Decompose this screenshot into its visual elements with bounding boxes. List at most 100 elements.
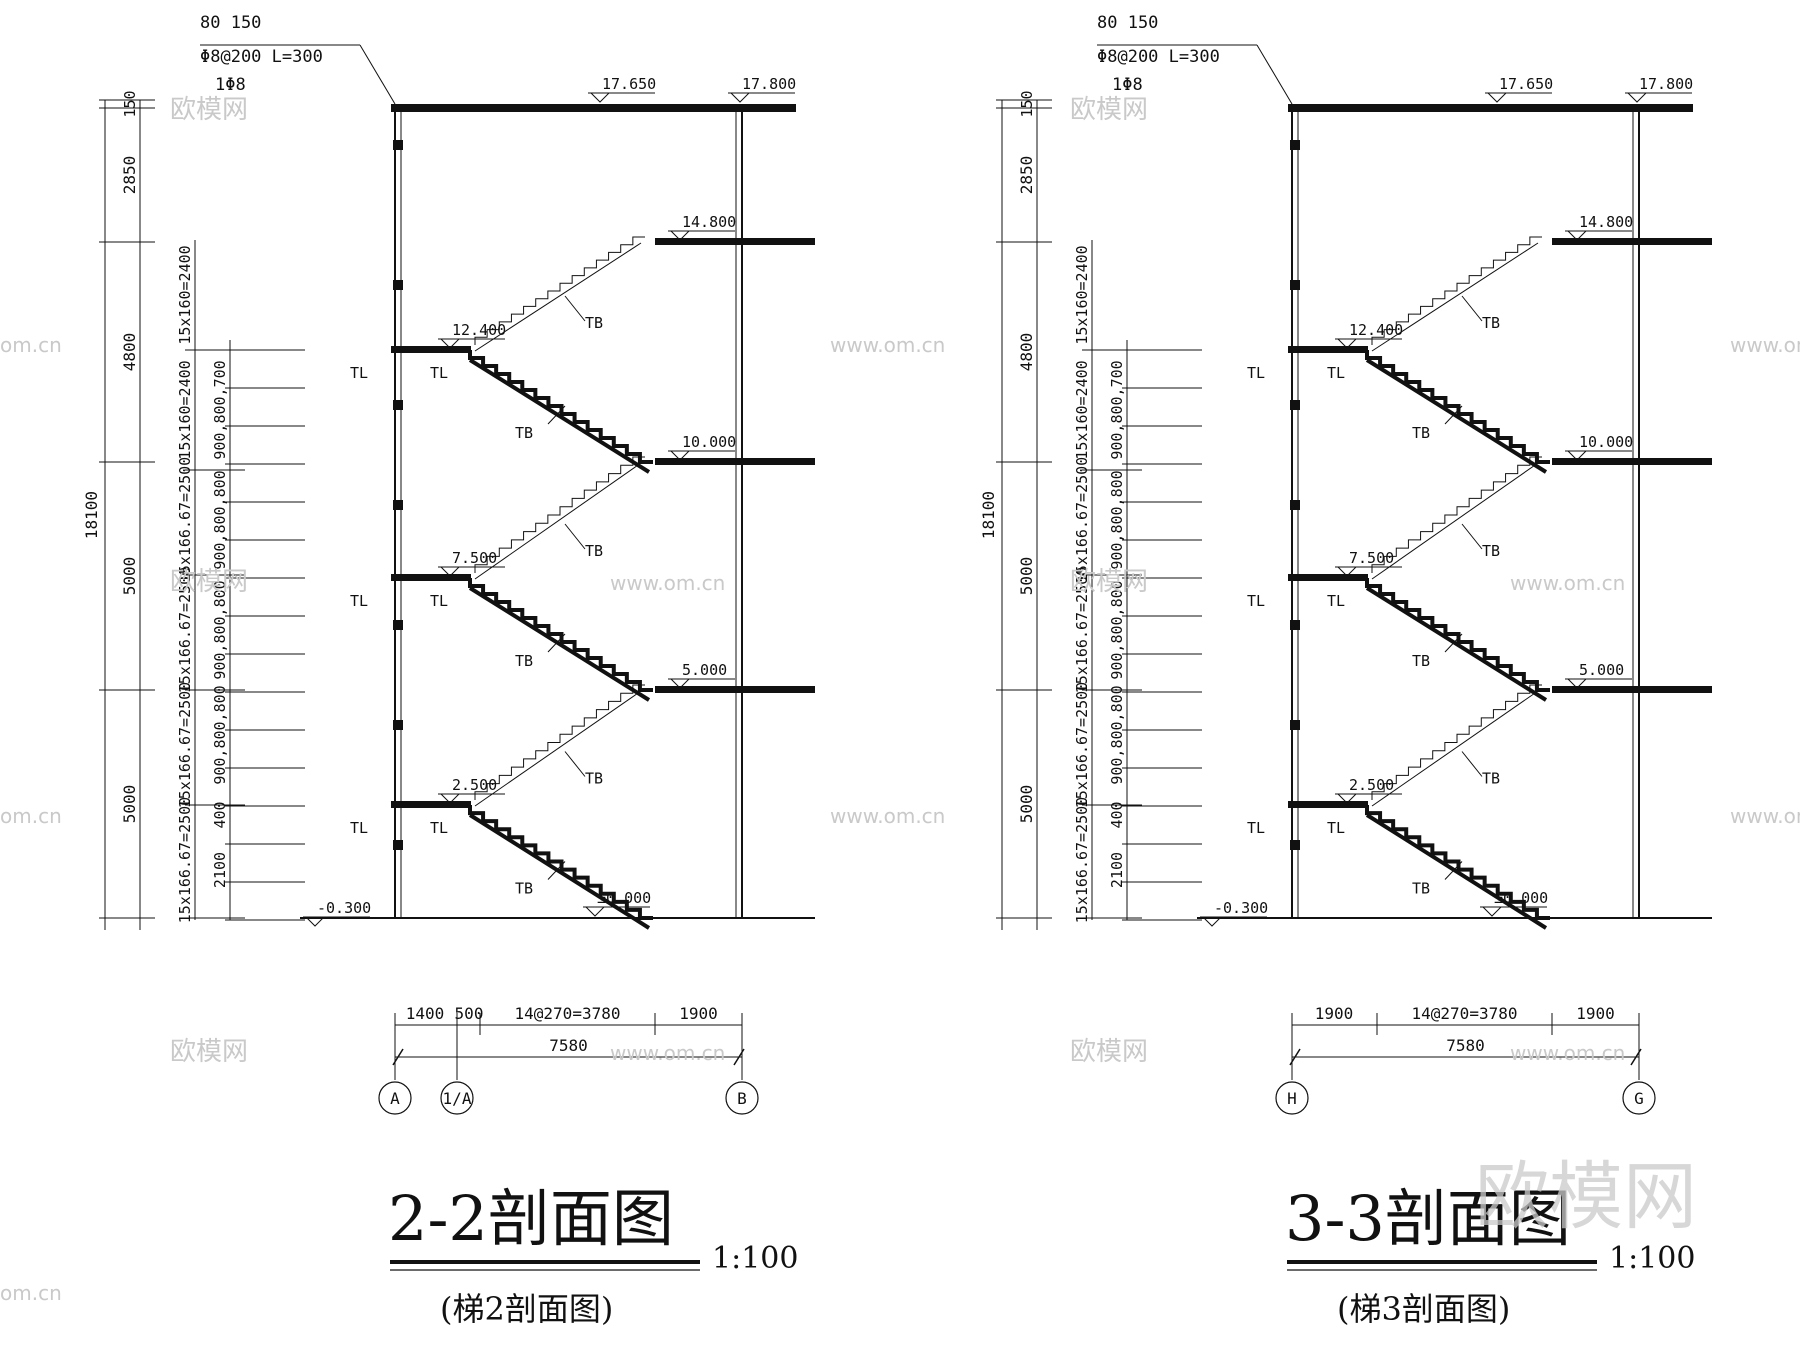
- floor-slab: [655, 458, 815, 465]
- roof-slab: [391, 104, 796, 112]
- beam-label-tl: TL: [430, 364, 448, 382]
- wall-column-mark: [393, 500, 403, 510]
- watermark-cn: 欧模网: [170, 95, 248, 125]
- watermark-url: www.om.cn: [1510, 571, 1625, 595]
- level-l2500: 2.500: [452, 776, 497, 794]
- level-l7500: 7.500: [452, 549, 497, 567]
- dim-seg: 150: [121, 90, 139, 117]
- title-underline: [1287, 1260, 1597, 1264]
- tb-leader: [564, 523, 586, 550]
- beam-label-tl: TL: [350, 819, 368, 837]
- axis-bubble-right: B: [737, 1089, 747, 1108]
- wall-column-mark: [1290, 840, 1300, 850]
- level-triangle: [585, 906, 606, 917]
- dim-stair: 15x160=2400: [176, 360, 194, 459]
- beam-label-tl: TL: [1247, 819, 1265, 837]
- slab-label-tb: TB: [1482, 542, 1500, 560]
- slab-label-tb: TB: [1412, 880, 1430, 898]
- rebar-leader: [1256, 44, 1293, 105]
- level-l7500: 7.500: [1349, 549, 1394, 567]
- tb-leader: [1461, 523, 1483, 550]
- wall-column-mark: [1290, 400, 1300, 410]
- level-triangle: [1627, 92, 1648, 103]
- level-roof-top: 17.800: [742, 75, 796, 93]
- section-subtitle: (梯2剖面图): [440, 1290, 613, 1328]
- beam-label-tl: TL: [1327, 819, 1345, 837]
- axis-bubble-left: A: [390, 1089, 400, 1108]
- rebar-note-2: Φ8@200 L=300: [200, 47, 323, 67]
- rebar-note-1: 80 150: [200, 13, 261, 33]
- stair-flight-cut: [1365, 805, 1550, 920]
- stair-flight-projected-soffit: [1371, 242, 1539, 352]
- wall-column-mark: [1290, 500, 1300, 510]
- stair-flight-projected-soffit: [474, 242, 642, 352]
- stair-flight-projected-soffit: [474, 690, 642, 807]
- watermark-url: www.om.cn: [610, 571, 725, 595]
- landing-slab: [1288, 801, 1368, 808]
- section-scale: 1:100: [712, 1241, 798, 1276]
- roof-slab: [1288, 104, 1693, 112]
- dim-stair: 15x160=2400: [176, 245, 194, 344]
- stair-flight-cut: [1365, 350, 1550, 464]
- dim-stair: 15x166.67=2500: [1073, 682, 1091, 808]
- axis-bubble-mid: 1/A: [443, 1089, 472, 1108]
- slab-label-tb: TB: [1412, 424, 1430, 442]
- dim-window: 900,800,800: [211, 470, 229, 569]
- level-l12400: 12.400: [452, 321, 506, 339]
- rebar-note-2: Φ8@200 L=300: [1097, 47, 1220, 67]
- level-l10000: 10.000: [1579, 433, 1633, 451]
- landing-slab: [1288, 574, 1368, 581]
- floor-slab: [655, 686, 815, 693]
- watermark-cn: 欧模网: [170, 567, 248, 597]
- level-roof-top: 17.800: [1639, 75, 1693, 93]
- wall-column-mark: [1290, 720, 1300, 730]
- dim-total: 18100: [82, 491, 101, 539]
- landing-slab: [391, 346, 471, 353]
- level-outdoor: -0.300: [1214, 899, 1268, 917]
- axis-bubble-left: H: [1287, 1089, 1297, 1108]
- dim-window: 400: [211, 801, 229, 828]
- beam-label-tl: TL: [350, 364, 368, 382]
- axis-circle: [725, 1081, 759, 1115]
- tb-leader: [547, 405, 566, 425]
- stair-flight-cut: [468, 350, 653, 464]
- section-title: 2-2剖面图: [388, 1182, 674, 1255]
- floor-slab: [1552, 458, 1712, 465]
- dim-slash: [1630, 1048, 1642, 1066]
- axis-circle: [1275, 1081, 1309, 1115]
- slab-label-tb: TB: [515, 880, 533, 898]
- dim-stair: 15x166.67=2500: [176, 682, 194, 808]
- dim-seg: 5000: [1017, 557, 1036, 596]
- rebar-note-3: 1Φ8: [1112, 75, 1143, 95]
- axis-bubble-right: G: [1634, 1089, 1644, 1108]
- stair-flight-projected: [474, 456, 645, 573]
- stair-flight-cut: [468, 578, 653, 692]
- floor-slab: [1552, 238, 1712, 245]
- stair-flight-cut: [468, 805, 653, 920]
- dim-bottom-seg: 14@270=3780: [1412, 1004, 1518, 1023]
- stair-flight-projected: [1371, 684, 1542, 800]
- watermark-url: www.om.cn: [1510, 1041, 1625, 1065]
- dim-slash: [1289, 1048, 1301, 1066]
- axis-circle: [440, 1081, 474, 1115]
- watermark-url: www.om.cn: [1730, 333, 1800, 357]
- stair-flight-cut-soffit: [468, 813, 651, 930]
- stair-flight-projected: [474, 684, 645, 800]
- rebar-note-3: 1Φ8: [215, 75, 246, 95]
- dim-window: 2100: [1108, 852, 1126, 888]
- slab-label-tb: TB: [1482, 770, 1500, 788]
- tb-leader: [564, 295, 586, 322]
- landing-slab: [391, 574, 471, 581]
- level-l12400: 12.400: [1349, 321, 1403, 339]
- watermark-cn: 欧模网: [170, 1037, 248, 1067]
- stair-flight-projected: [1371, 236, 1542, 345]
- dim-window: 2100: [211, 852, 229, 888]
- level-l5000: 5.000: [1579, 661, 1624, 679]
- tb-leader: [1444, 405, 1463, 425]
- dim-seg: 4800: [120, 333, 139, 372]
- watermark-short: om.cn: [0, 333, 62, 357]
- dim-seg: 150: [1018, 90, 1036, 117]
- tb-leader: [1461, 295, 1483, 322]
- dim-seg: 5000: [120, 785, 139, 824]
- beam-label-tl: TL: [1247, 364, 1265, 382]
